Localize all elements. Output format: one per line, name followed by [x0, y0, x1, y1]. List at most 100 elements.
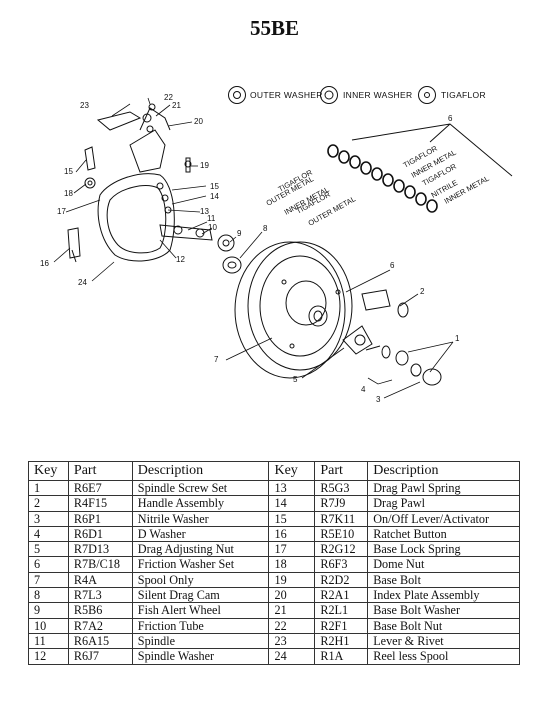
- callout-19: 19: [200, 161, 209, 170]
- drag-assembly: [342, 289, 442, 386]
- callout-2: 2: [420, 287, 425, 296]
- table-cell: Spindle Washer: [131, 648, 270, 665]
- table-cell: R5G3: [314, 479, 369, 497]
- table-cell: R2H1: [314, 632, 369, 650]
- callout-22: 22: [164, 93, 173, 102]
- table-cell: On/Off Lever/Activator: [367, 510, 520, 527]
- table-cell: Spindle: [131, 632, 270, 650]
- table-cell: D Washer: [131, 525, 270, 543]
- table-cell: Dome Nut: [367, 556, 520, 573]
- table-cell: 17: [268, 541, 316, 558]
- table-cell: Drag Pawl: [367, 495, 520, 512]
- table-cell: 12: [28, 648, 69, 665]
- callout-18: 18: [64, 189, 73, 198]
- table-cell: 13: [268, 479, 316, 497]
- table-cell: 20: [268, 587, 316, 604]
- callout-6a: 6: [448, 114, 453, 123]
- callout-10: 10: [208, 223, 217, 232]
- table-cell: 14: [268, 495, 316, 512]
- table-cell: R7B/C18: [67, 556, 133, 573]
- parts-table: Key Part Description Key Part Descriptio…: [28, 461, 520, 665]
- callout-15b: 15: [210, 182, 219, 191]
- table-cell: R1A: [314, 648, 369, 665]
- callout-16: 16: [40, 259, 49, 268]
- table-cell: R2A1: [314, 587, 369, 604]
- header-key: Key: [28, 461, 69, 481]
- table-cell: R6J7: [67, 648, 133, 665]
- callout-15a: 15: [64, 167, 73, 176]
- table-cell: 2: [28, 495, 69, 512]
- table-cell: 6: [28, 556, 69, 573]
- table-cell: 24: [268, 648, 316, 665]
- table-cell: Base Lock Spring: [367, 541, 520, 558]
- table-cell: Base Bolt: [367, 571, 520, 589]
- callout-24: 24: [78, 278, 87, 287]
- table-cell: R7D13: [67, 541, 133, 558]
- callout-8: 8: [263, 224, 268, 233]
- table-cell: Spool Only: [131, 571, 270, 589]
- legend-outer-washer: OUTER WASHER: [250, 90, 323, 100]
- table-cell: R2L1: [314, 602, 369, 619]
- table-cell: R7L3: [67, 587, 133, 604]
- header-part: Part: [67, 461, 133, 481]
- page-title: 55BE: [249, 16, 299, 40]
- table-cell: 18: [268, 556, 316, 573]
- table-cell: R5B6: [67, 602, 133, 619]
- table-cell: Base Bolt Nut: [367, 617, 520, 634]
- callout-numbers: 1 2 3 4 5 6 6 7 8 9 10 11 12 13 14 15 15…: [40, 93, 460, 404]
- table-cell: 16: [268, 525, 316, 543]
- table-cell: Reel less Spool: [367, 648, 520, 665]
- callout-14: 14: [210, 192, 219, 201]
- table-cell: R6E7: [67, 479, 133, 497]
- friction-washer-stack: [327, 144, 438, 213]
- table-cell: Friction Washer Set: [131, 556, 270, 573]
- callout-7: 7: [214, 355, 219, 364]
- table-cell: 10: [28, 617, 69, 634]
- table-cell: 3: [28, 510, 69, 527]
- table-cell: 22: [268, 617, 316, 634]
- table-cell: 8: [28, 587, 69, 604]
- table-cell: Base Bolt Washer: [367, 602, 520, 619]
- exploded-parts-diagram: OUTER WASHER INNER WASHER TIGAFLOR OUTER…: [40, 86, 513, 404]
- table-cell: 21: [268, 602, 316, 619]
- table-cell: Handle Assembly: [131, 495, 270, 512]
- callout-21: 21: [172, 101, 181, 110]
- table-cell: R6D1: [67, 525, 133, 543]
- table-cell: 19: [268, 571, 316, 589]
- table-cell: 1: [28, 479, 69, 497]
- table-cell: R2G12: [314, 541, 369, 558]
- table-cell: R4F15: [67, 495, 133, 512]
- table-cell: 4: [28, 525, 69, 543]
- spool: [234, 241, 353, 379]
- callout-11: 11: [207, 214, 216, 223]
- table-cell: R7K11: [314, 510, 369, 527]
- table-cell: 9: [28, 602, 69, 619]
- table-cell: Friction Tube: [131, 617, 270, 634]
- table-header-row: Key Part Description Key Part Descriptio…: [28, 461, 520, 481]
- header-description: Description: [131, 461, 270, 481]
- washer-stack-labels: OUTER METAL TIGAFLOR INNER METAL TIGAFLO…: [265, 143, 491, 227]
- callout-20: 20: [194, 117, 203, 126]
- callout-5: 5: [293, 375, 298, 384]
- callout-1: 1: [455, 334, 460, 343]
- callout-4: 4: [361, 385, 366, 394]
- table-cell: Drag Pawl Spring: [367, 479, 520, 497]
- table-cell: Ratchet Button: [367, 525, 520, 543]
- callout-13: 13: [200, 207, 209, 216]
- header-description: Description: [367, 461, 520, 481]
- table-cell: R7J9: [314, 495, 369, 512]
- callout-6b: 6: [390, 261, 395, 270]
- header-key: Key: [268, 461, 316, 481]
- table-cell: R7A2: [67, 617, 133, 634]
- legend-inner-washer: INNER WASHER: [343, 90, 412, 100]
- table-cell: Spindle Screw Set: [131, 479, 270, 497]
